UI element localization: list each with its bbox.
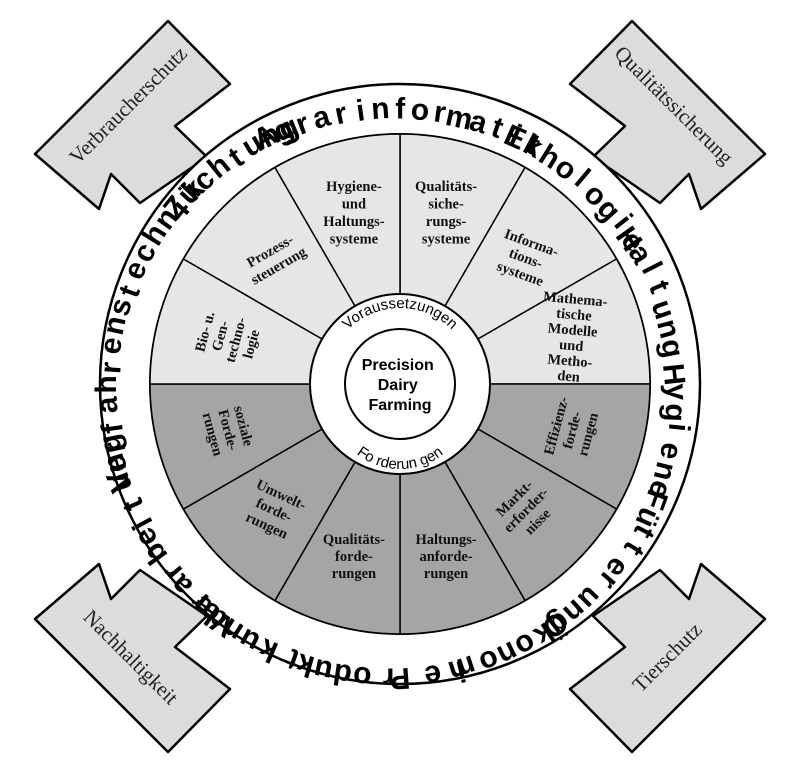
segment-label-s7: Qualitäts-forde-rungen	[323, 532, 385, 582]
segment-label-s4: Effizienz-forde-rungen	[541, 395, 604, 465]
segment-label-line: rungs-	[426, 214, 466, 230]
ring-word-char: g	[654, 336, 690, 360]
segment-label-line: systeme	[422, 231, 471, 247]
ring-word-char: e	[653, 440, 688, 462]
hub-title-line-3: Farming	[368, 397, 431, 414]
ring-word-char: g	[658, 403, 692, 422]
segment-label-line: rungen	[424, 566, 468, 582]
ring-word-char: n	[370, 92, 390, 126]
segment-label-line: logie	[240, 328, 263, 361]
ring-word-char: e	[422, 657, 444, 692]
segment-label-line: forde-	[335, 549, 373, 565]
ring-word-char: H	[656, 362, 691, 387]
segment-label-line: anforde-	[419, 549, 472, 565]
segment-label-line: Qualitäts-	[415, 179, 477, 195]
bottom-right-arrow	[568, 562, 767, 754]
segment-label-s1: Qualitäts-siche-rungs-systeme	[415, 179, 477, 248]
segment-label-s3: Mathema-tischeModelleundMetho-den	[536, 289, 608, 388]
ring-word-char: f	[395, 93, 406, 126]
segment-label-line: und	[342, 196, 366, 212]
segment-label-s10: Bio- u.Gen-techno-logie	[192, 307, 266, 368]
ring-word-char: i	[662, 422, 696, 433]
ring-word-char: h	[90, 376, 123, 394]
segment-label-s6: Haltungs-anforde-rungen	[415, 532, 476, 582]
segment-label-line: Haltungs-	[323, 214, 384, 230]
ring-word-char: d	[332, 656, 354, 691]
segment-label-line: rungen	[332, 566, 376, 582]
ring-word-char: P	[390, 661, 412, 695]
segment-label-line: Haltungs-	[415, 532, 476, 548]
ring-word-char: a	[90, 395, 124, 414]
segment-label-line: Qualitäts-	[323, 532, 385, 548]
segment-label-line: den	[557, 368, 581, 386]
ring-word-char: o	[410, 93, 430, 127]
corner-arrows: Verbraucherschutz Qualitätssicherung Nac…	[33, 19, 767, 754]
segment-label-line: und	[558, 337, 584, 355]
bottom-left-arrow	[33, 562, 232, 754]
ring-word-char: r	[94, 361, 128, 375]
hub-title-line-1: Precision	[362, 357, 434, 374]
segment-label-line: Mathema-	[542, 289, 608, 311]
ring-word-char: e	[94, 336, 129, 357]
segment-label-line: Hygiene-	[326, 179, 382, 195]
segment-label-line: systeme	[330, 231, 379, 247]
hub-center	[344, 328, 456, 440]
segment-label-line: Modelle	[547, 320, 599, 340]
hub-title: Precision Dairy Farming	[362, 357, 438, 414]
segment-label-line: tische	[556, 306, 593, 325]
segment-label-line: Metho-	[547, 352, 593, 372]
segment-label-line: Gen-	[209, 319, 232, 353]
hub-title-line-2: Dairy	[378, 377, 418, 394]
segment-label-line: siche-	[428, 196, 464, 212]
ring-word-char: y	[660, 383, 694, 401]
ring-word-char: r	[383, 662, 395, 695]
ring-word-char: o	[352, 660, 372, 694]
